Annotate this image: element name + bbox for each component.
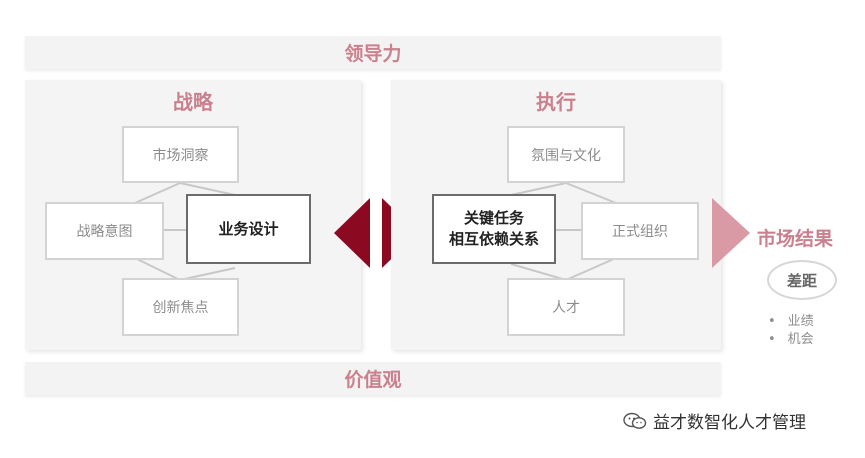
left-arrow-icon bbox=[334, 198, 370, 268]
market-insight-label: 市场洞察 bbox=[152, 147, 209, 164]
talent-box: 人才 bbox=[507, 278, 625, 336]
gap-ellipse: 差距 bbox=[767, 260, 837, 300]
watermark-text: 益才数智化人才管理 bbox=[653, 413, 806, 433]
interdependency-label: 相互依赖关系 bbox=[448, 230, 539, 248]
key-tasks-label: 关键任务 bbox=[463, 209, 524, 227]
gap-label: 差距 bbox=[786, 271, 817, 290]
market-result-label: 市场结果 bbox=[757, 228, 834, 250]
strategic-intent-box: 战略意图 bbox=[45, 202, 164, 260]
strategy-panel: 战略 市场洞察 战略意图 业务设计 创新焦点 bbox=[25, 80, 361, 350]
execution-title: 执行 bbox=[536, 90, 576, 114]
business-design-box: 业务设计 bbox=[186, 194, 311, 264]
bullet-opportunity: •机会 bbox=[768, 332, 814, 347]
watermark: 益才数智化人才管理 bbox=[623, 408, 806, 433]
formal-organization-box: 正式组织 bbox=[581, 202, 699, 260]
values-band: 价值观 bbox=[25, 362, 721, 395]
leadership-band: 领导力 bbox=[25, 36, 721, 69]
bullet-performance-label: 业绩 bbox=[787, 314, 814, 329]
business-design-label: 业务设计 bbox=[218, 219, 279, 238]
innovation-focus-label: 创新焦点 bbox=[152, 300, 209, 316]
execution-connectors bbox=[510, 182, 617, 281]
bullet-performance: •业绩 bbox=[768, 314, 814, 329]
execution-panel: 执行 氛围与文化 关键任务 相互依赖关系 正式组织 人才 bbox=[391, 80, 721, 350]
key-tasks-box: 关键任务 相互依赖关系 bbox=[432, 194, 556, 264]
strategy-connectors bbox=[134, 182, 236, 281]
innovation-focus-box: 创新焦点 bbox=[122, 278, 239, 336]
formal-organization-label: 正式组织 bbox=[612, 224, 668, 240]
strategy-title: 战略 bbox=[173, 90, 213, 114]
market-insight-box: 市场洞察 bbox=[122, 126, 239, 183]
leadership-label: 领导力 bbox=[344, 43, 402, 65]
talent-label: 人才 bbox=[552, 300, 580, 316]
result-arrow-icon bbox=[712, 198, 750, 268]
strategic-intent-label: 战略意图 bbox=[76, 224, 133, 240]
bullet-opportunity-label: 机会 bbox=[787, 332, 814, 347]
wechat-icon bbox=[623, 412, 647, 429]
climate-culture-box: 氛围与文化 bbox=[507, 126, 625, 183]
values-label: 价值观 bbox=[344, 369, 402, 391]
climate-culture-label: 氛围与文化 bbox=[531, 147, 601, 164]
